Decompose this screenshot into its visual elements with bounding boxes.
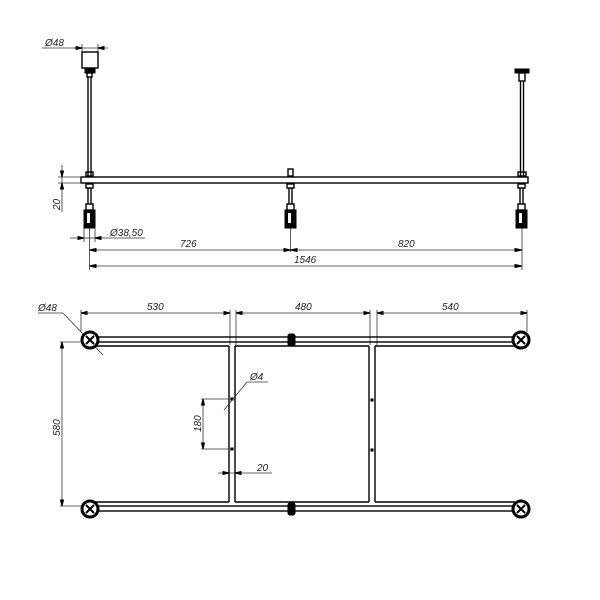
dim-tube-width: 20 <box>256 463 269 474</box>
dim-right-span: 820 <box>398 239 415 250</box>
plan-view: Ø48 530 480 540 <box>37 302 531 519</box>
dim-section-3: 540 <box>442 302 459 313</box>
front-beam <box>80 176 529 184</box>
middle-leg <box>284 183 297 252</box>
top-center-clamp <box>287 333 296 347</box>
dim-height: 20 <box>52 198 63 211</box>
front-view: Ø48 <box>42 38 530 270</box>
corner-feet <box>80 330 531 519</box>
right-leg <box>515 183 528 270</box>
top-rail <box>89 336 521 343</box>
left-top-cap <box>81 51 99 69</box>
left-leg <box>83 183 96 270</box>
dim-section-1: 530 <box>147 302 164 313</box>
bottom-center-clamp <box>287 502 296 516</box>
dim-section-2: 480 <box>295 302 312 313</box>
bottom-rail <box>89 505 521 512</box>
dim-corner-diameter: Ø48 <box>37 303 57 314</box>
dim-left-span: 726 <box>180 239 197 250</box>
dim-hole-spacing: 180 <box>193 415 204 432</box>
dim-foot-diameter: Ø38,50 <box>109 228 143 239</box>
dim-top-diameter: Ø48 <box>44 38 64 49</box>
cross-members <box>95 345 515 503</box>
dim-hole-diameter: Ø4 <box>249 372 264 383</box>
dim-width: 580 <box>52 419 63 436</box>
dim-total-length: 1546 <box>294 255 317 266</box>
